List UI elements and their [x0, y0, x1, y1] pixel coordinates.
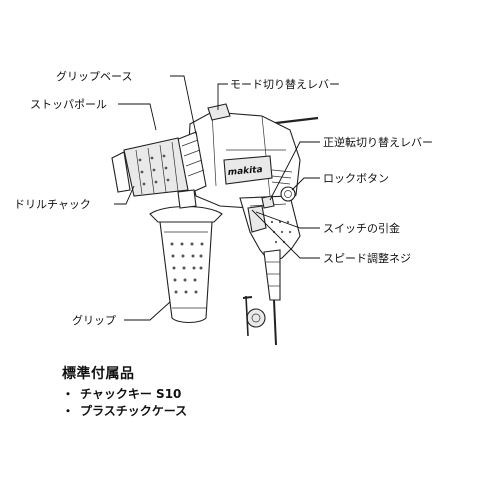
leader-stopper-pole: [118, 103, 157, 131]
chuck-nose: [111, 151, 131, 193]
leader-speed-screw: [251, 209, 320, 259]
label-stopper-pole: ストッパポール: [30, 98, 107, 111]
brand-logo: makita: [227, 165, 263, 178]
chuck-knurl: [138, 154, 170, 186]
label-grip-base: グリップベース: [56, 69, 132, 83]
leader-mode-lever: [217, 83, 228, 110]
brand-plate: [223, 155, 273, 185]
drill-illustration: makita: [111, 103, 319, 346]
leader-grip-base: [170, 75, 197, 135]
accessory-plastic-case: プラスチックケース: [80, 404, 188, 418]
label-switch-trigger: スイッチの引金: [323, 221, 400, 235]
bullet: ・: [62, 404, 75, 418]
label-grip: グリップ: [72, 313, 116, 327]
label-mode-lever: モード切り替えレバー: [230, 77, 340, 91]
side-grip-strap: [177, 189, 197, 209]
reverse-lever: [261, 195, 275, 209]
leader-lock-button: [291, 177, 320, 191]
part-labels: グリップベース モード切り替えレバー ストッパポール 正逆転切り替えレバー ロッ…: [14, 69, 433, 327]
leader-reverse-lever: [269, 141, 320, 201]
label-lock-button: ロックボタン: [323, 172, 389, 185]
accessory-item: ・プラスチックケース: [62, 403, 362, 420]
standard-accessories: 標準付属品 ・チャックキー S10 ・プラスチックケース: [62, 363, 362, 420]
leader-lines: [114, 75, 320, 321]
chuck-key: [242, 295, 266, 337]
mode-change-lever: [207, 103, 231, 121]
side-grip-clamp: [149, 206, 223, 223]
bullet: ・: [62, 387, 75, 401]
leader-grip: [124, 301, 171, 321]
accessory-chuck-key: チャックキー S10: [80, 387, 182, 401]
accessories-title: 標準付属品: [62, 366, 135, 382]
side-grip-texture: [170, 242, 204, 294]
switch-trigger: [247, 205, 267, 233]
label-reverse-lever: 正逆転切り替えレバー: [323, 135, 433, 149]
leader-drill-chuck: [114, 185, 135, 205]
side-grip-handle: [159, 221, 213, 324]
lock-button: [280, 186, 296, 202]
leader-switch-trigger: [255, 211, 320, 229]
cord-guard: [263, 249, 281, 301]
label-speed-screw: スピード調整ネジ: [323, 251, 411, 265]
accessory-item: ・チャックキー S10: [62, 386, 362, 403]
power-cord: [273, 299, 277, 346]
label-drill-chuck: ドリルチャック: [14, 198, 91, 211]
